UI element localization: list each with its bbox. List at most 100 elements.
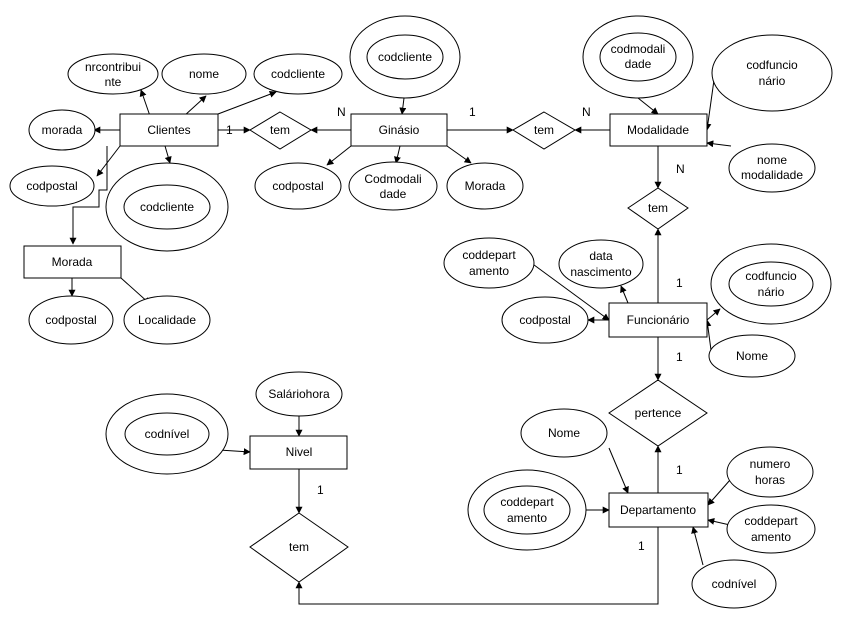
attribute-ginasio-key-codcliente: codcliente bbox=[349, 15, 461, 99]
attribute-label: dade bbox=[625, 57, 652, 71]
cardinality-label: N bbox=[676, 162, 685, 176]
relationship-tem-modalidade-funcionario: tem bbox=[627, 187, 689, 230]
entity-departamento: Departamento bbox=[608, 492, 709, 528]
edge-ginasio-morada bbox=[446, 145, 472, 164]
attribute-label: codpostal bbox=[519, 313, 570, 327]
cardinality-label: 1 bbox=[317, 483, 324, 497]
attribute-label: coddepart bbox=[744, 514, 798, 528]
attribute-clientes-morada: morada bbox=[28, 109, 96, 151]
attribute-label: Localidade bbox=[138, 313, 196, 327]
attribute-label: nascimento bbox=[570, 265, 632, 279]
attribute-morada-codpostal: codpostal bbox=[28, 295, 114, 345]
attribute-label: codnível bbox=[145, 427, 190, 441]
edge-funcionario-data bbox=[620, 285, 629, 304]
attribute-label: codfuncio bbox=[745, 269, 797, 283]
attribute-modalidade-nome: nome modalidade bbox=[728, 143, 816, 193]
attribute-departamento-key-coddepartamento: coddepart amento bbox=[467, 469, 587, 551]
attribute-clientes-codcliente: codcliente bbox=[253, 53, 343, 95]
relationship-label: tem bbox=[648, 201, 668, 215]
entity-nivel-label: Nivel bbox=[286, 445, 313, 459]
relationship-label: pertence bbox=[635, 406, 682, 420]
attribute-departamento-coddepartamento: coddepart amento bbox=[726, 504, 816, 554]
attribute-label: amento bbox=[507, 511, 547, 525]
edge-clientes-codpostal bbox=[96, 145, 121, 177]
edge-departamento-coddepartamento bbox=[707, 517, 731, 526]
attribute-label: nário bbox=[758, 285, 785, 299]
attribute-label: codpostal bbox=[45, 313, 96, 327]
edge-clientes-nrcontribuinte bbox=[139, 89, 151, 117]
attribute-clientes-key-codcliente: codcliente bbox=[105, 162, 229, 252]
edge-ginasio-codmodalidade bbox=[394, 145, 401, 164]
attribute-departamento-numero-horas: numero horas bbox=[726, 446, 814, 498]
entity-departamento-label: Departamento bbox=[620, 503, 696, 517]
attribute-ginasio-codmodalidade: Codmodali dade bbox=[348, 161, 438, 211]
edge-ginasio-key bbox=[399, 97, 407, 115]
edge-departamento-numero bbox=[707, 479, 731, 506]
attribute-funcionario-codpostal: codpostal bbox=[501, 296, 589, 344]
entity-ginasio: Ginásio bbox=[350, 113, 448, 147]
attribute-label: coddepart bbox=[462, 248, 516, 262]
edge-clientes-key bbox=[164, 145, 172, 164]
edge-funcionario-coddepartamento bbox=[529, 261, 610, 321]
relationship-tem-nivel-departamento: tem bbox=[249, 512, 349, 583]
attribute-label: Codmodali bbox=[364, 172, 421, 186]
attribute-label: Morada bbox=[465, 179, 506, 193]
attribute-departamento-nome: Nome bbox=[520, 408, 608, 458]
attribute-label: Nome bbox=[736, 349, 768, 363]
relationship-label: tem bbox=[289, 540, 309, 554]
attribute-clientes-codpostal: codpostal bbox=[9, 165, 95, 207]
attribute-nivel-key-codnivel: codnível bbox=[105, 393, 229, 475]
relationship-label: tem bbox=[534, 123, 554, 137]
attribute-label: nte bbox=[105, 75, 122, 89]
entity-funcionario-label: Funcionário bbox=[627, 313, 690, 327]
attribute-label: Saláriohora bbox=[268, 387, 330, 401]
attribute-label: data bbox=[589, 249, 613, 263]
entity-morada-label: Morada bbox=[52, 255, 93, 269]
attribute-label: codfuncio bbox=[746, 58, 798, 72]
edge-clientes-morada-entity bbox=[69, 146, 108, 245]
edge-modalidade-key bbox=[637, 97, 659, 115]
entity-nivel: Nivel bbox=[249, 435, 348, 470]
edge-ginasio-codpostal bbox=[326, 145, 352, 166]
attribute-label: Nome bbox=[548, 426, 580, 440]
cardinality-label: 1 bbox=[638, 539, 645, 553]
attribute-funcionario-key-codfuncionario: codfuncio nário bbox=[710, 243, 832, 325]
entity-modalidade-label: Modalidade bbox=[627, 123, 689, 137]
cardinality-label: 1 bbox=[469, 105, 476, 119]
entity-modalidade: Modalidade bbox=[609, 113, 708, 147]
edge-clientes-codcliente bbox=[217, 90, 277, 115]
cardinality-label: N bbox=[337, 105, 346, 119]
attribute-nrcontribuinte: nrcontribui nte bbox=[67, 53, 159, 95]
edge-funcionario-key bbox=[706, 308, 721, 321]
edge-modalidade-codfuncionario bbox=[704, 79, 715, 131]
attribute-nivel-salariohora: Saláriohora bbox=[255, 371, 343, 417]
attribute-modalidade-key-codmodalidade: codmodali dade bbox=[582, 15, 694, 99]
attribute-label: dade bbox=[380, 187, 407, 201]
edge-nivel-key bbox=[218, 448, 251, 456]
attribute-label: horas bbox=[755, 473, 785, 487]
attribute-label: codcliente bbox=[271, 67, 325, 81]
entity-clientes: Clientes bbox=[119, 113, 219, 147]
entity-morada: Morada bbox=[23, 245, 122, 279]
edge-modalidade-nome bbox=[706, 140, 732, 148]
attribute-label: codcliente bbox=[140, 200, 194, 214]
attribute-clientes-nome: nome bbox=[161, 53, 247, 95]
attribute-label: codmodali bbox=[611, 42, 666, 56]
attribute-label: amento bbox=[751, 530, 791, 544]
edge-departamento-codnivel bbox=[691, 526, 704, 566]
attribute-label: nome bbox=[757, 153, 787, 167]
attribute-label: morada bbox=[42, 123, 83, 137]
attribute-funcionario-nome: Nome bbox=[708, 334, 796, 378]
attribute-label: nome bbox=[189, 67, 219, 81]
attribute-label: numero bbox=[750, 457, 791, 471]
attribute-label: amento bbox=[469, 264, 509, 278]
attribute-label: codcliente bbox=[378, 50, 432, 64]
attribute-funcionario-data-nascimento: data nascimento bbox=[558, 239, 644, 289]
edge-departamento-nome bbox=[608, 447, 629, 494]
edge-departamento-tem bbox=[295, 527, 659, 605]
relationship-pertence: pertence bbox=[608, 379, 708, 447]
edge-clientes-nome bbox=[183, 95, 207, 117]
attribute-departamento-codnivel: codnível bbox=[691, 559, 777, 609]
relationship-tem-ginasio-modalidade: tem bbox=[512, 111, 576, 150]
